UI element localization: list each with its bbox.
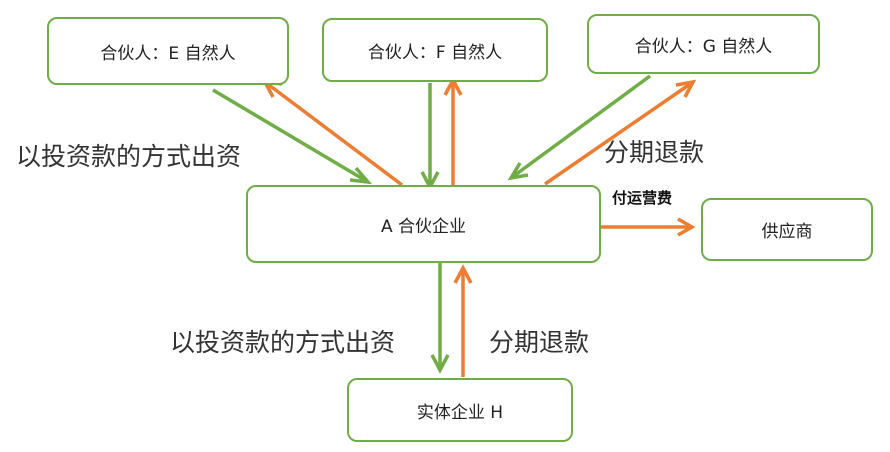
partner-g-label: 合伙人：G 自然人 xyxy=(634,36,773,57)
arrow-a-to-g-head xyxy=(675,79,697,98)
partner-g-node: 合伙人：G 自然人 xyxy=(587,14,820,74)
supplier-label: 供应商 xyxy=(761,222,813,242)
arrow-e-to-a-head xyxy=(349,166,373,185)
arrow-a-to-supplier-head xyxy=(677,217,696,237)
entity-h-node: 实体企业 H xyxy=(347,378,573,442)
arrow-h-to-a-head xyxy=(453,264,473,284)
arrow-g-to-a xyxy=(509,74,652,180)
partner-f-node: 合伙人：F 自然人 xyxy=(322,18,548,82)
partner-f-label: 合伙人：F 自然人 xyxy=(367,42,503,63)
freight-label: 付运营费 xyxy=(612,189,673,207)
arrow-a-to-e xyxy=(263,80,404,187)
supplier-node: 供应商 xyxy=(701,198,873,261)
partnership-a-node: A 合伙企业 xyxy=(246,185,601,263)
refund-label-top: 分期退款 xyxy=(604,138,705,167)
entity-h-label: 实体企业 H xyxy=(416,402,504,423)
partnership-a-label: A 合伙企业 xyxy=(380,216,467,237)
arrow-e-to-a xyxy=(212,88,369,184)
partner-e-node: 合伙人：E 自然人 xyxy=(47,17,289,85)
arrow-a-to-g xyxy=(544,80,694,186)
refund-label-bottom: 分期退款 xyxy=(489,328,590,357)
arrow-g-to-a-head xyxy=(507,162,529,181)
partner-e-label: 合伙人：E 自然人 xyxy=(100,43,236,64)
arrow-a-to-h-head xyxy=(430,354,450,374)
invest-label-top: 以投资款的方式出资 xyxy=(16,142,242,171)
invest-label-bottom: 以投资款的方式出资 xyxy=(170,328,396,357)
